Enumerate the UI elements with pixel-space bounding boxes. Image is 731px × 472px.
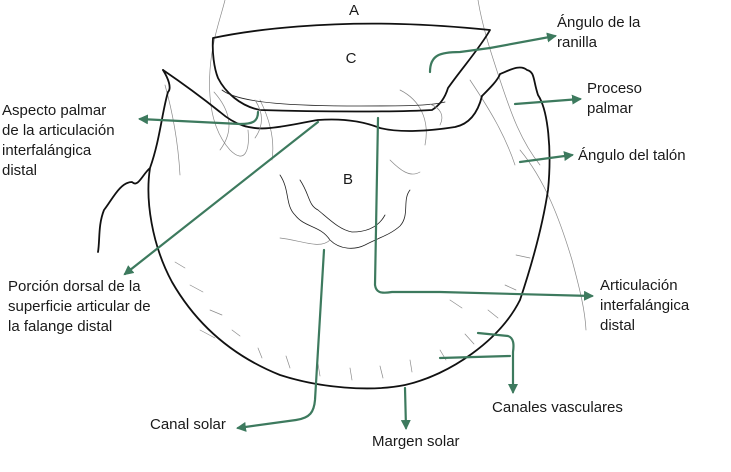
coffin-bone-outline xyxy=(97,66,551,390)
region-label-c: C xyxy=(346,50,357,67)
arrow-angulo-ranilla xyxy=(428,32,557,74)
navicular-bone-outline xyxy=(211,22,491,113)
label-angulo-ranilla: Ángulo de la ranilla xyxy=(557,14,645,51)
arrow-canales-vasculares xyxy=(476,331,518,394)
label-canales-vasculares: Canales vasculares xyxy=(492,399,623,416)
inner-texture xyxy=(254,99,443,249)
label-proceso-palmar: Proceso palmar xyxy=(587,80,646,117)
label-aspecto-palmar: Aspecto palmar de la articulación interf… xyxy=(2,102,119,179)
region-label-a: A xyxy=(349,2,359,19)
label-canal-solar: Canal solar xyxy=(150,416,226,433)
leader-arrows xyxy=(123,32,594,432)
region-label-b: B xyxy=(343,171,353,188)
label-articulacion: Articulación interfalángica distal xyxy=(600,277,693,334)
arrow-porcion-dorsal xyxy=(123,120,320,276)
arrow-aspecto-palmar xyxy=(138,110,260,126)
arrow-proceso-palmar xyxy=(513,94,582,106)
vascular-canal-ticks xyxy=(174,254,531,381)
label-angulo-talon: Ángulo del talón xyxy=(578,147,686,164)
arrow-canal-solar xyxy=(236,248,326,432)
label-margen-solar: Margen solar xyxy=(372,433,460,450)
arrow-canales-vasculares-branch xyxy=(438,354,512,360)
arrow-margen-solar xyxy=(400,386,411,430)
articular-contour xyxy=(162,69,483,132)
arrow-articulacion xyxy=(373,116,594,301)
label-porcion-dorsal: Porción dorsal de la superficie articula… xyxy=(8,278,155,335)
arrow-angulo-talon xyxy=(518,151,574,164)
